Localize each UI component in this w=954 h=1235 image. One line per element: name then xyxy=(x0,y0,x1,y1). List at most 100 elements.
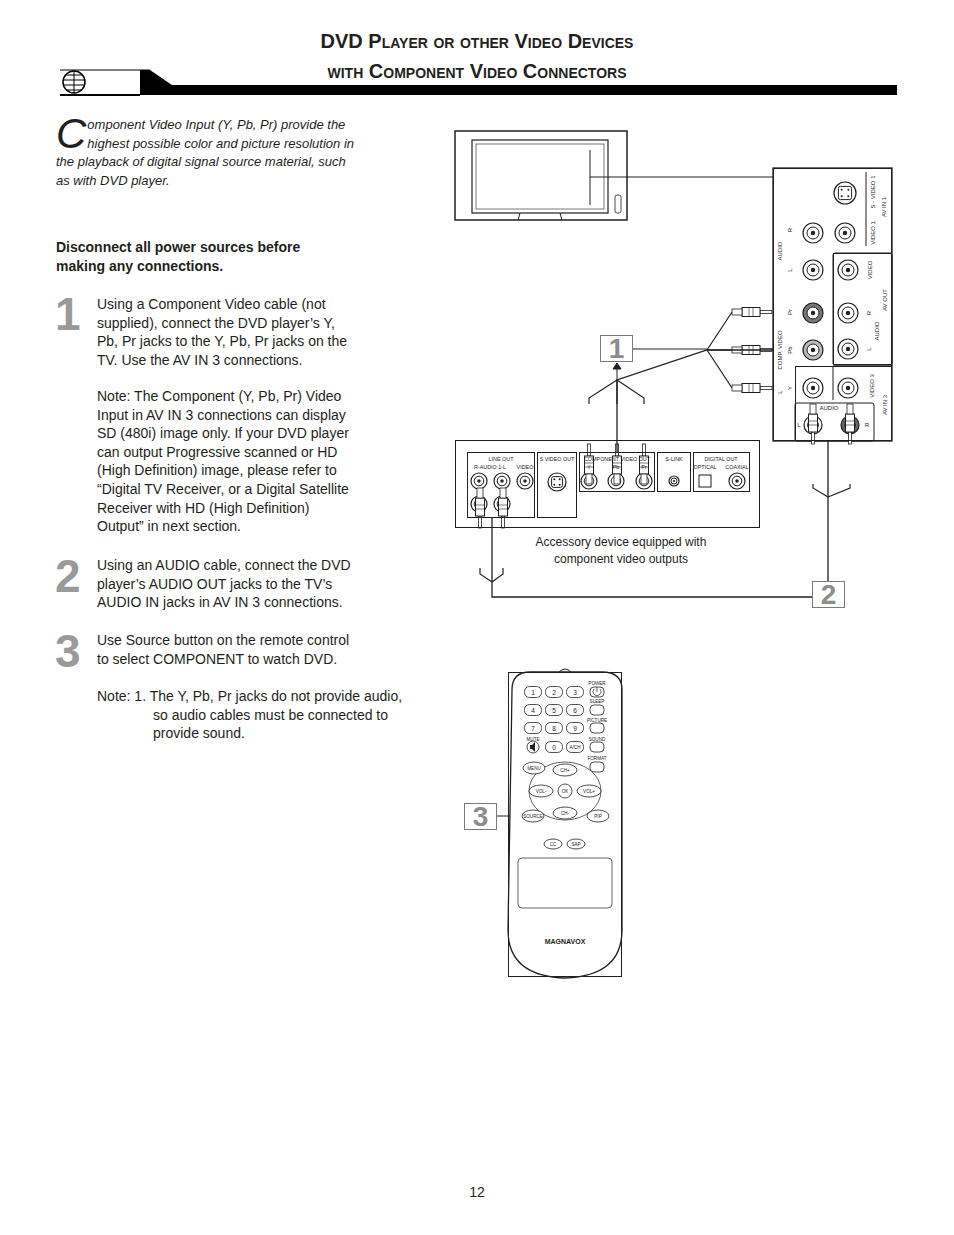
jack xyxy=(807,382,819,394)
jack xyxy=(807,264,819,276)
button-label: CC xyxy=(550,842,557,847)
jack xyxy=(841,189,843,191)
remote-button xyxy=(530,742,535,752)
jack xyxy=(811,386,815,390)
digital-out-group: DIGITAL OUTOPTICALCOAXIAL xyxy=(693,452,750,492)
note-text: Note: 1. The Y, Pb, Pr jacks do not prov… xyxy=(97,687,415,743)
cable-plug xyxy=(810,404,816,414)
av-out-group: AV OUTVIDEOAUDIORL xyxy=(833,253,892,365)
button-label: 5 xyxy=(552,707,556,714)
callout-leader xyxy=(630,349,707,350)
page-title: DVD Player or other Video Devices with C… xyxy=(304,26,650,86)
button-label: VOL+ xyxy=(583,789,595,794)
tv-set xyxy=(590,177,773,178)
jack-label: L xyxy=(797,422,800,428)
jack xyxy=(841,195,843,197)
jack xyxy=(803,303,823,323)
jack xyxy=(842,343,854,355)
jack xyxy=(671,478,677,484)
button-label: 3 xyxy=(573,689,577,696)
button-label: 0 xyxy=(552,744,556,751)
jack-label: L xyxy=(787,268,793,271)
jack xyxy=(732,476,742,486)
jack xyxy=(843,231,847,235)
jack xyxy=(608,473,624,489)
jack xyxy=(803,223,823,243)
jack-label: AV IN 1 xyxy=(881,197,887,217)
cable-plug xyxy=(846,414,855,432)
jack xyxy=(735,479,739,483)
jack xyxy=(474,476,484,486)
tv-set xyxy=(476,144,604,209)
callout-number: 1 xyxy=(601,336,632,361)
cable-plug xyxy=(809,414,818,432)
jack-label: AUDIO xyxy=(819,405,838,411)
jack-label: L xyxy=(777,390,783,393)
cable-plug xyxy=(477,488,483,498)
jack-label: AV IN 3 xyxy=(882,395,888,415)
button-label: SOUND xyxy=(589,737,606,742)
button-label: 4 xyxy=(531,707,535,714)
jack-label: AV OUT xyxy=(882,289,888,311)
jack xyxy=(807,227,819,239)
jack xyxy=(636,473,652,489)
page-number: 12 xyxy=(469,1184,485,1200)
header-bar xyxy=(60,94,140,96)
remote-button xyxy=(525,723,542,734)
jack xyxy=(559,484,561,486)
button-label: OK xyxy=(562,789,569,794)
callout-leader xyxy=(613,363,621,369)
jack xyxy=(494,473,510,489)
jack-label: AUDIO xyxy=(777,241,783,260)
jack-label: VIDEO xyxy=(517,464,534,470)
cable-plug xyxy=(749,384,753,393)
jack xyxy=(847,195,849,197)
s-link-group: S-LINK xyxy=(657,452,691,492)
remote-button xyxy=(590,687,604,697)
jack-label: OPTICAL xyxy=(693,464,716,470)
step-number: 3 xyxy=(55,628,95,674)
remote-button xyxy=(523,762,545,774)
jack-label: Pb xyxy=(613,464,620,470)
cable-plug xyxy=(641,474,647,484)
jack xyxy=(811,268,815,272)
device-caption: Accessory device equipped with component… xyxy=(521,534,721,568)
remote-button xyxy=(546,705,563,716)
remote-button xyxy=(546,723,563,734)
jack xyxy=(834,182,856,204)
remote-button xyxy=(590,723,604,733)
button-label: CH- xyxy=(561,811,569,816)
jack-label: Pb xyxy=(787,346,793,353)
jack-label: R xyxy=(866,311,872,315)
remote-button xyxy=(553,807,577,819)
note-text: Note: The Component (Y, Pb, Pr) Video In… xyxy=(97,387,359,536)
button-label: SLEEP xyxy=(590,699,605,704)
tv-jack-panel xyxy=(795,403,874,441)
remote-button xyxy=(567,839,585,849)
remote-button xyxy=(567,705,584,716)
cable-plug xyxy=(847,404,853,414)
button-label: 8 xyxy=(552,725,556,732)
jack xyxy=(553,484,555,486)
button-label: MENU xyxy=(527,766,541,771)
cable-plug xyxy=(749,308,753,317)
jack xyxy=(803,260,823,280)
jack xyxy=(846,268,850,272)
dvd-rear-panel: LINE OUTR-AUDIO 1-LVIDEOS VIDEO OUTCOMPO… xyxy=(455,440,760,528)
jack xyxy=(552,477,563,488)
button-label: 9 xyxy=(573,725,577,732)
step-text: Using a Component Video cable (not suppl… xyxy=(97,295,359,369)
cable-plug xyxy=(809,421,818,425)
jack xyxy=(523,479,527,483)
remote-button xyxy=(527,741,539,753)
button-label: FORMAT xyxy=(587,756,606,761)
remote-button xyxy=(553,764,577,776)
jack-label: VIDEO 1 xyxy=(870,221,876,245)
jack xyxy=(811,348,815,352)
jack-label: DIGITAL OUT xyxy=(704,456,737,462)
remote-button xyxy=(577,785,601,797)
cable-plug xyxy=(476,498,485,516)
tv-jack-panel xyxy=(833,253,892,365)
remote-button xyxy=(590,742,604,752)
